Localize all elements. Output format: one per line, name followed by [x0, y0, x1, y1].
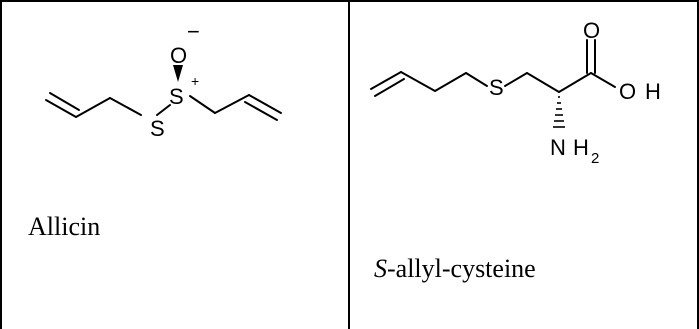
sac-bond — [590, 72, 616, 88]
sac-amine-subscript: 2 — [591, 150, 599, 167]
allicin-bond — [248, 94, 282, 114]
sac-bond — [465, 72, 488, 87]
sac-atom-amine-nitrogen: N — [550, 135, 566, 160]
allicin-double-bond — [49, 92, 80, 111]
allicin-bond — [75, 97, 111, 118]
allicin-label: Allicin — [28, 212, 101, 241]
allicin-bond — [45, 99, 77, 118]
s-allyl-cysteine-label-prefix: S — [374, 254, 387, 283]
allicin-bond — [109, 97, 142, 116]
sac-atom-amine-hydrogen: H — [573, 135, 589, 160]
sac-hashed-bond — [553, 96, 565, 128]
allicin-charge-minus: − — [187, 19, 200, 44]
allicin-atom-s1: S — [150, 116, 165, 141]
allicin-bond — [189, 95, 216, 114]
allicin-wedge-bond — [173, 65, 183, 82]
sac-atom-hydroxyl-hydrogen: H — [645, 79, 661, 104]
sac-bond — [400, 71, 436, 92]
allicin-atom-oxygen: O — [170, 43, 187, 68]
sac-atom-s: S — [489, 75, 504, 100]
cell-allicin: S S + O − Allicin — [0, 0, 349, 329]
sac-bond — [558, 72, 592, 93]
sac-bond — [370, 71, 402, 90]
cell-s-allyl-cysteine: S O O H N H 2 S-allyl-cysteine — [349, 0, 699, 329]
s-allyl-cysteine-structure: S O O H N H 2 — [370, 18, 661, 167]
allicin-atom-s2: S — [169, 84, 184, 109]
allicin-bond — [214, 94, 250, 114]
s-allyl-cysteine-label: S-allyl-cysteine — [374, 254, 536, 284]
sac-atom-hydroxyl-oxygen: O — [619, 79, 636, 104]
allicin-charge-plus: + — [191, 73, 199, 89]
sac-bond — [434, 72, 467, 92]
allicin-double-bond — [244, 101, 278, 121]
allicin-bond-s-s — [156, 104, 171, 116]
allicin-structure: S S + O − — [45, 19, 282, 141]
sac-double-bond — [374, 78, 405, 97]
sac-bond — [526, 72, 560, 93]
sac-bond — [504, 72, 528, 87]
sac-atom-carbonyl-oxygen: O — [583, 18, 600, 43]
s-allyl-cysteine-label-suffix: -allyl-cysteine — [387, 254, 536, 283]
